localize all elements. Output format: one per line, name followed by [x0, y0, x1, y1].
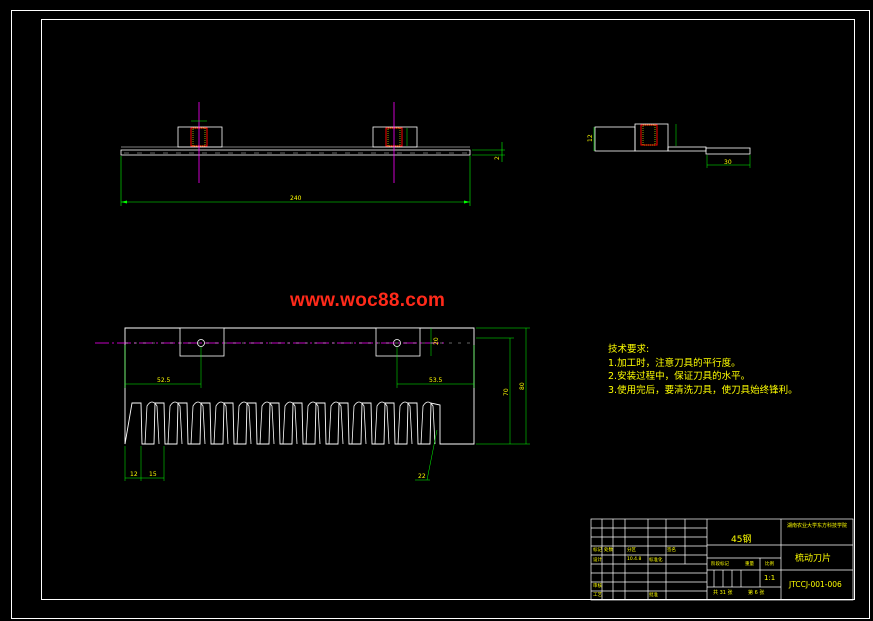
- tech-item: 2.安装过程中，保证刀具的水平。: [608, 371, 751, 382]
- dim-30: 30: [724, 159, 732, 166]
- dim-240: 240: [290, 195, 302, 202]
- dim-12: 12: [587, 134, 594, 142]
- tb-date: 10.4.8: [627, 557, 642, 562]
- dim-53-5: 53.5: [429, 377, 443, 384]
- material-label: 45钢: [731, 535, 752, 545]
- dim-52-5: 52.5: [157, 377, 171, 384]
- dim-2: 2: [494, 156, 501, 160]
- mount-block-left: [179, 327, 225, 357]
- dim-70: 70: [503, 388, 510, 396]
- tb-label: 阶段标记: [711, 562, 729, 567]
- tech-title: 技术要求:: [608, 344, 650, 355]
- tb-label: 标准化: [649, 558, 663, 563]
- teeth-slots: [144, 401, 436, 445]
- top-view-block-left: [177, 126, 223, 148]
- sheet-number: 第 6 张: [748, 590, 765, 596]
- front-view: [95, 327, 530, 481]
- tb-label: 比例: [765, 562, 774, 567]
- dim-80: 80: [519, 382, 526, 390]
- tech-item: 3.使用完后，要清洗刀具，使刀具始终锋利。: [608, 384, 798, 396]
- comb-blade-outline: [124, 327, 475, 445]
- top-view-block-right: [372, 126, 418, 148]
- title-block: [590, 518, 854, 601]
- tb-label: 处数: [604, 548, 613, 553]
- tech-item: 1.加工时，注意刀具的平行度。: [608, 357, 741, 369]
- tb-label: 标记: [593, 548, 602, 553]
- top-view-blade: [120, 149, 471, 156]
- tb-label: 批准: [649, 593, 658, 598]
- dim-20: 20: [433, 337, 440, 345]
- top-view: [120, 102, 505, 206]
- part-name: 梳动刀片: [795, 554, 832, 564]
- drawing-number: JTCCJ-001-006: [789, 580, 842, 589]
- inner-frame: [41, 19, 855, 600]
- tb-label: 分区: [627, 548, 636, 553]
- dim-22-angle: 22: [418, 473, 426, 480]
- tb-label: 审核: [593, 584, 602, 589]
- dim-12-pitch: 12: [130, 471, 138, 478]
- technical-requirements: 技术要求: 1.加工时，注意刀具的平行度。 2.安装过程中，保证刀具的水平。 3…: [608, 343, 798, 397]
- tb-label: 重量: [745, 562, 754, 567]
- mount-block-right: [375, 327, 421, 357]
- scale-value: 1:1: [764, 574, 776, 582]
- school-name: 湖南农业大学东方科技学院: [786, 523, 847, 529]
- side-view: [593, 123, 751, 168]
- tb-label: 工艺: [593, 593, 602, 598]
- tb-label: 设计: [593, 558, 602, 563]
- outer-frame: [11, 10, 870, 619]
- watermark: www.woc88.com: [290, 290, 446, 311]
- tb-label: 签名: [667, 548, 676, 553]
- sheets-total: 共 31 张: [713, 590, 733, 596]
- dim-15: 15: [149, 471, 157, 478]
